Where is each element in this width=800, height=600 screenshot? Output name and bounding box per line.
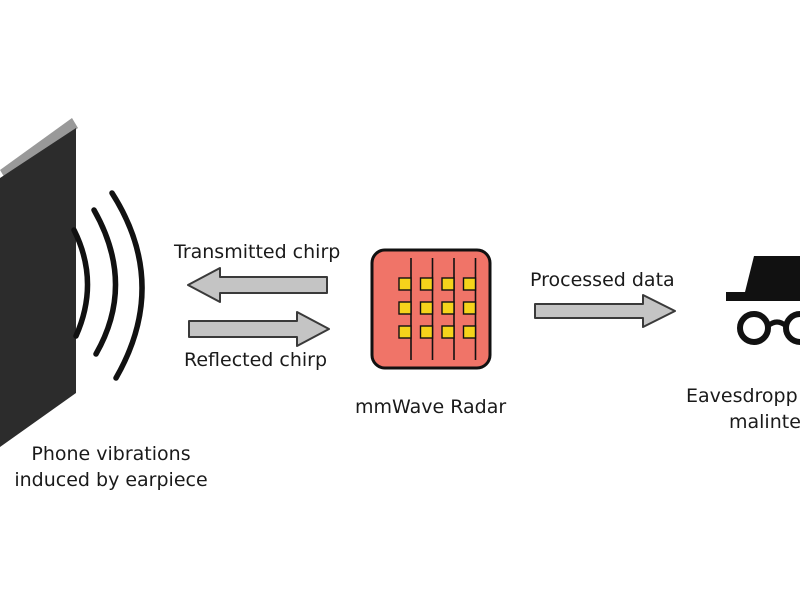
radar-antenna-cell	[419, 301, 434, 315]
radar-antenna-cell	[398, 277, 412, 291]
radar-antenna-cell	[398, 301, 412, 315]
radar-antenna-cell	[462, 325, 477, 339]
reflected-chirp-arrow	[188, 311, 330, 347]
phone-top-edge	[0, 118, 78, 180]
radar-caption: mmWave Radar	[355, 396, 507, 418]
radar-antenna-cell	[462, 277, 477, 291]
spy-glasses-left-lens	[737, 311, 771, 345]
radar-chip-icon	[370, 248, 492, 370]
spy-hat-crown	[744, 256, 800, 296]
transmitted-chirp-arrow	[187, 267, 328, 303]
reflected-chirp-label: Reflected chirp	[184, 349, 328, 371]
sound-wave-middle	[91, 207, 119, 357]
radar-antenna-cell	[441, 301, 455, 315]
radar-antenna-cell	[419, 277, 434, 291]
phone-body	[0, 128, 76, 447]
phone-caption: Phone vibrations induced by earpiece	[0, 441, 222, 493]
processed-data-arrow	[534, 294, 676, 328]
phone-caption-line-1: Phone vibrations	[31, 443, 191, 465]
spy-hat-brim	[726, 292, 800, 301]
phone-icon	[0, 118, 78, 447]
radar-antenna-cell	[398, 325, 412, 339]
radar-antenna-cells	[398, 277, 477, 339]
processed-data-label: Processed data	[530, 269, 675, 291]
spy-glasses-right-lens	[783, 311, 800, 345]
phone-caption-line-2: induced by earpiece	[14, 469, 208, 491]
incognito-spy-icon	[726, 256, 800, 345]
sound-waves-icon	[71, 190, 145, 381]
sound-wave-inner	[71, 227, 91, 339]
eavesdropper-caption-line-1: Eavesdropp	[686, 385, 798, 407]
eavesdropper-caption-line-2: malinte	[729, 411, 800, 433]
radar-antenna-cell	[441, 325, 455, 339]
sound-wave-outer	[109, 190, 145, 381]
spy-glasses-bridge	[766, 319, 788, 328]
radar-antenna-cell	[441, 277, 455, 291]
radar-antenna-cell	[462, 301, 477, 315]
transmitted-chirp-label: Transmitted chirp	[174, 241, 341, 263]
radar-antenna-cell	[419, 325, 434, 339]
